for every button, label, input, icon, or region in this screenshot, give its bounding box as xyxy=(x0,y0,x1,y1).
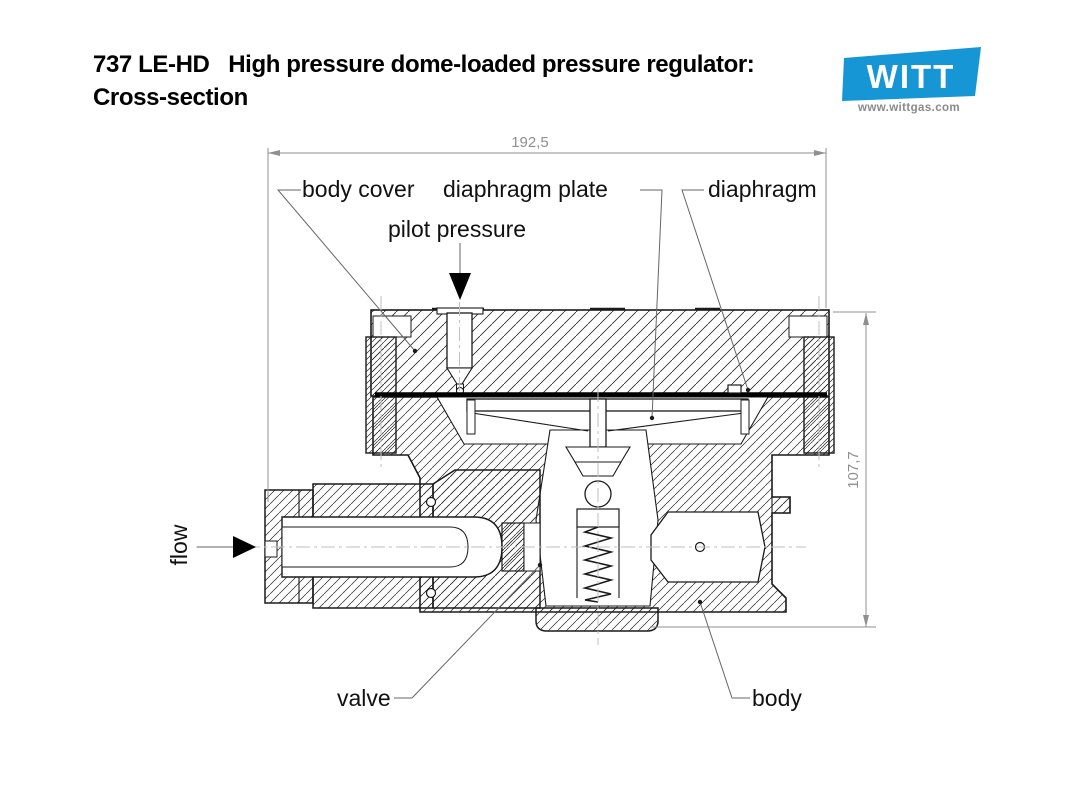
flow-arrow-icon xyxy=(233,536,256,558)
title-line2: Cross-section xyxy=(93,84,248,111)
plate-pin-left xyxy=(466,399,476,435)
cover-notch-right xyxy=(788,315,828,338)
centerlines xyxy=(196,296,820,645)
height-dimension-value: 107,7 xyxy=(845,451,862,489)
label-body-cover: body cover xyxy=(302,176,415,202)
leader-body xyxy=(699,601,750,699)
leader-diaphragm-plate xyxy=(640,189,663,419)
leader-diaphragm xyxy=(681,189,749,391)
logo-url: www.wittgas.com xyxy=(858,102,961,114)
label-pilot-pressure: pilot pressure xyxy=(388,216,526,242)
title-line1: 737 LE-HD High pressure dome-loaded pres… xyxy=(93,51,755,78)
leader-lines xyxy=(197,189,751,699)
diaphragm-plate-part xyxy=(466,398,750,435)
body-step xyxy=(771,496,791,514)
diaphragm-part xyxy=(375,384,827,398)
inlet-face-slot xyxy=(264,540,278,558)
dimension-height: 107,7 xyxy=(650,311,876,628)
label-body: body xyxy=(752,685,802,711)
leader-body-cover xyxy=(276,189,416,352)
plate-pin-right xyxy=(740,399,750,435)
pilot-pressure-arrow-icon xyxy=(449,273,471,300)
dimension-width: 192,5 xyxy=(267,134,827,502)
label-flow: flow xyxy=(166,524,192,565)
page-title: 737 LE-HD High pressure dome-loaded pres… xyxy=(93,48,755,114)
width-dimension-value: 192,5 xyxy=(511,134,549,151)
body-cover-part xyxy=(370,307,830,397)
cover-notch-left xyxy=(372,315,412,338)
leader-valve xyxy=(394,564,541,699)
logo-parallelogram xyxy=(842,47,981,101)
diaphragm-rivet xyxy=(727,384,742,394)
logo-text: WITT xyxy=(867,58,956,95)
valve-spring xyxy=(581,526,615,603)
label-diaphragm: diaphragm xyxy=(708,176,817,202)
inlet-fitting xyxy=(264,469,541,609)
witt-logo: WITT www.wittgas.com xyxy=(841,44,985,124)
witt-logo-shape: WITT xyxy=(842,47,981,101)
label-valve: valve xyxy=(337,685,391,711)
valve-assembly xyxy=(565,398,631,603)
oring-bottom xyxy=(425,587,437,599)
label-diaphragm-plate: diaphragm plate xyxy=(443,176,608,202)
bottom-plug xyxy=(535,607,659,632)
oring-top xyxy=(425,496,437,508)
